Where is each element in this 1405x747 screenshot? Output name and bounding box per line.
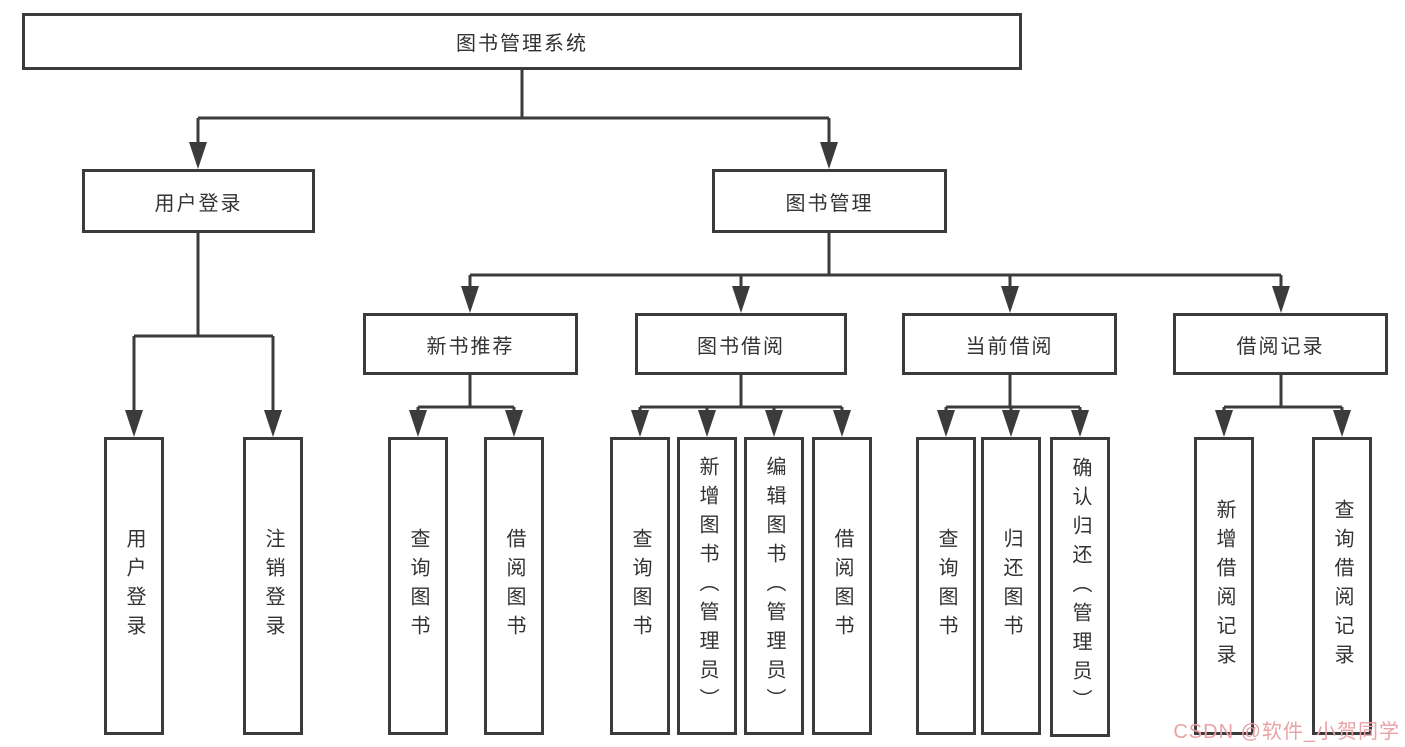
arrowhead-icon <box>125 410 143 437</box>
leaf-borrowing-add-books-admin-label: 新增图书（管理员） <box>696 455 718 717</box>
arrowhead-icon <box>1215 410 1233 437</box>
leaf-user-login-label: 用户登录 <box>123 528 145 644</box>
arrowhead-icon <box>1002 410 1020 437</box>
leaf-borrowing-edit-books-admin-label: 编辑图书（管理员） <box>763 455 785 717</box>
leaf-borrowing-edit-books-admin: 编辑图书（管理员） <box>744 437 804 735</box>
leaf-newbooks-query-books: 查询图书 <box>388 437 448 735</box>
leaf-current-confirm-return-admin: 确认归还（管理员） <box>1050 437 1110 737</box>
leaf-current-return-books-label: 归还图书 <box>1000 528 1022 644</box>
arrowhead-icon <box>698 410 716 437</box>
arrowhead-icon <box>937 410 955 437</box>
arrowhead-icon <box>505 410 523 437</box>
node-book-management: 图书管理 <box>712 169 947 233</box>
arrowhead-icon <box>1272 286 1290 313</box>
leaf-current-return-books: 归还图书 <box>981 437 1041 735</box>
leaf-current-confirm-return-admin-label: 确认归还（管理员） <box>1069 456 1091 718</box>
node-book-management-label: 图书管理 <box>785 192 874 215</box>
leaf-newbooks-borrow-books-label: 借阅图书 <box>503 528 525 644</box>
arrowhead-icon <box>732 286 750 313</box>
leaf-user-login: 用户登录 <box>104 437 164 735</box>
leaf-newbooks-query-books-label: 查询图书 <box>407 528 429 644</box>
arrowhead-icon <box>264 410 282 437</box>
leaf-records-add-record: 新增借阅记录 <box>1194 437 1254 735</box>
leaf-logout: 注销登录 <box>243 437 303 735</box>
arrowhead-icon <box>765 410 783 437</box>
node-user-login: 用户登录 <box>82 169 315 233</box>
leaf-logout-label: 注销登录 <box>262 528 284 644</box>
node-borrowing-records-label: 借阅记录 <box>1236 335 1325 358</box>
arrowhead-icon <box>1333 410 1351 437</box>
leaf-borrowing-query-books: 查询图书 <box>610 437 670 735</box>
leaf-records-add-record-label: 新增借阅记录 <box>1213 499 1235 673</box>
leaf-records-query-record: 查询借阅记录 <box>1312 437 1372 735</box>
leaf-current-query-books: 查询图书 <box>916 437 976 735</box>
node-current-borrowing: 当前借阅 <box>902 313 1117 375</box>
leaf-records-query-record-label: 查询借阅记录 <box>1331 499 1353 673</box>
leaf-current-query-books-label: 查询图书 <box>935 528 957 644</box>
arrowhead-icon <box>409 410 427 437</box>
node-new-book-recommend-label: 新书推荐 <box>426 335 515 358</box>
arrowhead-icon <box>189 142 207 169</box>
node-borrowing-records: 借阅记录 <box>1173 313 1388 375</box>
leaf-borrowing-borrow-books-label: 借阅图书 <box>831 528 853 644</box>
arrowhead-icon <box>1071 410 1089 437</box>
leaf-borrowing-add-books-admin: 新增图书（管理员） <box>677 437 737 735</box>
node-user-login-label: 用户登录 <box>154 192 243 215</box>
arrowhead-icon <box>631 410 649 437</box>
node-book-borrowing-label: 图书借阅 <box>697 335 785 358</box>
leaf-newbooks-borrow-books: 借阅图书 <box>484 437 544 735</box>
node-root-label: 图书管理系统 <box>456 33 588 55</box>
node-current-borrowing-label: 当前借阅 <box>965 335 1054 358</box>
arrowhead-icon <box>461 286 479 313</box>
leaf-borrowing-borrow-books: 借阅图书 <box>812 437 872 735</box>
arrowhead-icon <box>1001 286 1019 313</box>
csdn-watermark: CSDN @软件_小贺同学 <box>1173 721 1400 743</box>
node-book-borrowing: 图书借阅 <box>635 313 847 375</box>
arrowhead-icon <box>833 410 851 437</box>
node-root: 图书管理系统 <box>22 13 1022 70</box>
leaf-borrowing-query-books-label: 查询图书 <box>629 528 651 644</box>
arrowhead-icon <box>820 142 838 169</box>
node-new-book-recommend: 新书推荐 <box>363 313 578 375</box>
